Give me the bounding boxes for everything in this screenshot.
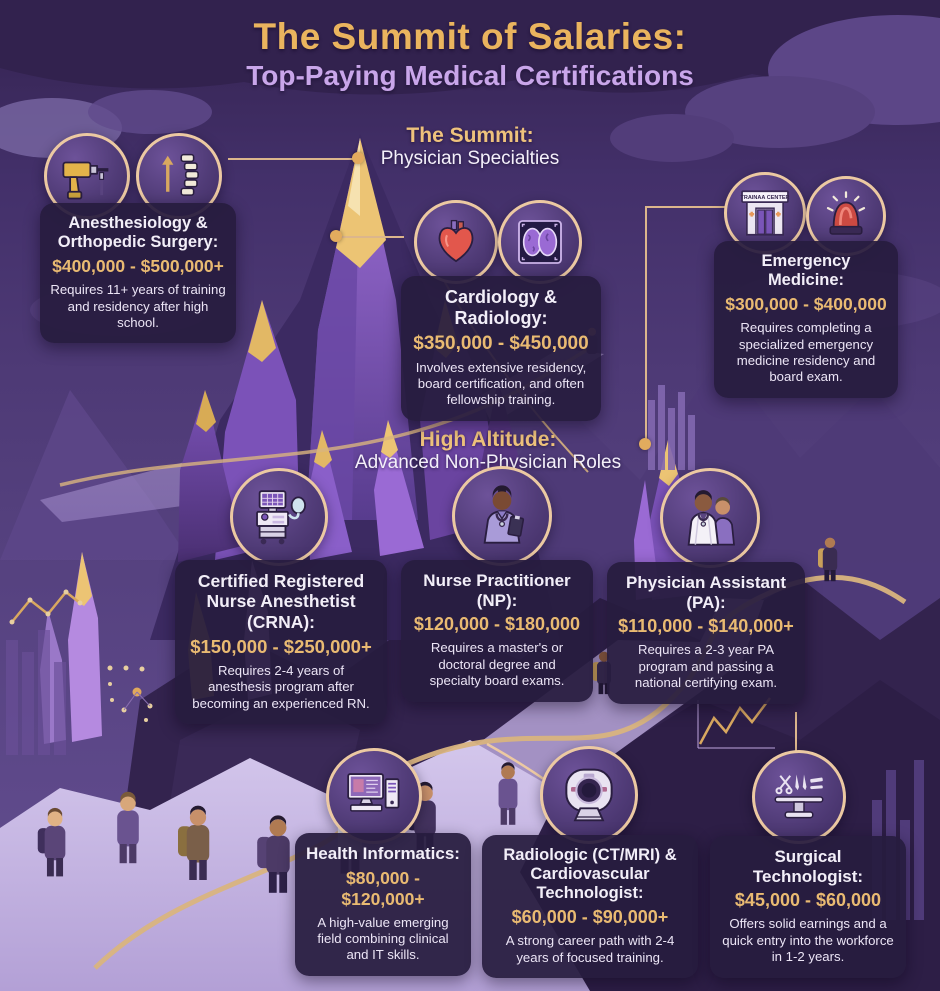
connector-emergency-line-v [645,206,647,442]
card-salary: $350,000 - $450,000 [413,332,589,354]
connector-peak-dot [352,152,364,164]
connector-cardiology-dot [330,230,342,242]
card-description: A strong career path with 2-4 years of f… [505,933,675,965]
card-salary: $60,000 - $90,000+ [511,907,669,928]
connector-emergency-dot [639,438,651,450]
card-salary: $150,000 - $250,000+ [190,635,372,657]
summit-heading: The Summit: [406,124,534,147]
decor-constellation [107,665,153,722]
nurse-icon [452,466,552,566]
card-title: Surgical Technologist: [752,847,864,886]
card-salary: $80,000 - $120,000+ [341,867,425,909]
anesthesia-machine-icon [230,468,328,566]
card-salary: $120,000 - $180,000 [413,614,581,635]
card-salary: $110,000 - $140,000+ [618,616,794,637]
card-crna: Certified Registered Nurse Anesthetist (… [175,560,387,724]
card-salary: $400,000 - $500,000+ [52,256,224,277]
card-cardiology-radiology: Cardiology & Radiology: $350,000 - $450,… [401,276,601,421]
connector-surgical-line [795,712,797,752]
card-title: Health Informatics: [306,844,460,863]
high-altitude-heading: High Altitude: [419,428,557,451]
card-title: Certified Registered Nurse Anesthetist (… [197,571,365,632]
title-line2: Top-Paying Medical Certifications [246,60,694,91]
card-salary: $300,000 - $400,000 [725,294,887,315]
card-nurse-practitioner: Nurse Practitioner (NP): $120,000 - $180… [401,560,593,702]
brain-scan-icon [498,200,582,284]
training-center-sign: TRAINAA CENTER [740,195,789,201]
card-title: Nurse Practitioner (NP): [423,571,571,610]
physician-assistant-icon [660,468,760,568]
decor-bar-chart-left [6,630,66,755]
connector-peak-line [228,158,358,160]
card-anesthesiology-orthopedic: Anesthesiology & Orthopedic Surgery: $40… [40,203,236,344]
card-title: Radiologic (CT/MRI) & Cardiovascular Tec… [503,846,677,903]
summit-subheading: Physician Specialties [380,148,560,169]
surgical-table-icon [752,750,846,844]
card-title: Anesthesiology & Orthopedic Surgery: [57,214,219,252]
training-center-icon: TRAINAA CENTER [724,172,806,254]
card-physician-assistant: Physician Assistant (PA): $110,000 - $14… [607,562,805,704]
card-surgical-tech: Surgical Technologist: $45,000 - $60,000… [710,836,906,978]
card-description: Requires 2-4 years of anesthesis program… [192,662,370,711]
card-description: Involves extensive residency, board cert… [415,359,587,408]
card-title: Cardiology & Radiology: [444,287,557,328]
card-emergency-medicine: Emergency Medicine: $300,000 - $400,000 … [714,241,898,398]
card-salary: $45,000 - $60,000 [734,890,882,911]
decor-line-chart-left [9,589,83,625]
card-description: Requires a master's or doctoral degree a… [429,640,565,689]
card-health-informatics: Health Informatics: $80,000 - $120,000+ … [295,833,471,976]
card-description: Offers solid earnings and a quick entry … [722,916,894,965]
card-title: Physician Assistant (PA): [626,573,786,612]
page-title: The Summit of Salaries: Top-Paying Medic… [0,16,940,92]
card-description: A high-value emerging field combining cl… [317,914,449,963]
decor-columns-right [648,385,695,470]
connector-emergency-line-h [645,206,725,208]
card-description: Requires completing a specialized emerge… [736,320,876,385]
mri-scanner-icon [540,746,638,844]
section-header-high-altitude: High Altitude: Advanced Non-Physician Ro… [355,428,621,474]
connector-cardiology-line [340,236,404,238]
heart-icon [414,200,498,284]
card-title: Emergency Medicine: [761,252,851,290]
card-description: Requires a 2-3 year PA program and passi… [634,642,778,691]
computer-icon [326,748,422,844]
title-line1: The Summit of Salaries: [253,16,687,57]
high-altitude-subheading: Advanced Non-Physician Roles [354,452,622,473]
decor-line-chart-center [697,697,775,749]
card-description: Requires 11+ years of training and resid… [50,282,226,330]
section-header-summit: The Summit: Physician Specialties [381,124,559,170]
card-radiologic-tech: Radiologic (CT/MRI) & Cardiovascular Tec… [482,835,698,979]
